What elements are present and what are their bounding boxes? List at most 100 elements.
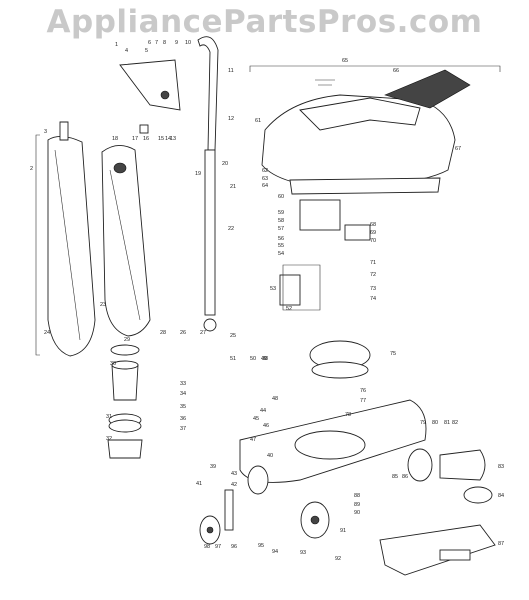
part-label-26: 26 [180, 330, 186, 336]
part-label-15: 15 [158, 136, 164, 142]
part-label-23: 23 [100, 302, 106, 308]
part-label-14: 14 [165, 136, 171, 142]
part-label-94: 94 [272, 549, 278, 555]
part-label-21: 21 [230, 184, 236, 190]
part-label-45: 45 [253, 416, 259, 422]
part-label-69: 69 [370, 230, 376, 236]
part-label-24: 24 [44, 330, 50, 336]
part-label-90: 90 [354, 510, 360, 516]
part-label-57: 57 [278, 226, 284, 232]
part-label-71: 71 [370, 260, 376, 266]
part-label-6: 6 [148, 40, 151, 46]
part-label-74: 74 [370, 296, 376, 302]
part-label-60: 60 [278, 194, 284, 200]
part-label-54: 54 [278, 251, 284, 257]
part-label-61: 61 [255, 118, 261, 124]
part-label-72: 72 [370, 272, 376, 278]
part-label-89: 89 [354, 502, 360, 508]
part-label-39: 39 [210, 464, 216, 470]
part-label-18: 18 [112, 136, 118, 142]
part-label-43: 43 [231, 471, 237, 477]
part-label-32: 32 [106, 436, 112, 442]
part-label-17: 17 [132, 136, 138, 142]
part-label-25: 25 [230, 333, 236, 339]
part-label-48: 48 [272, 396, 278, 402]
part-label-38: 38 [262, 356, 268, 362]
part-label-1: 1 [115, 42, 118, 48]
base-housing [239, 399, 427, 539]
part-label-64: 64 [262, 183, 268, 189]
part-label-34: 34 [180, 391, 186, 397]
part-label-35: 35 [180, 404, 186, 410]
motor-assembly [279, 199, 371, 379]
part-label-44: 44 [260, 408, 266, 414]
part-label-96: 96 [231, 544, 237, 550]
part-label-93: 93 [300, 550, 306, 556]
outer-bag [47, 121, 96, 357]
part-label-83: 83 [498, 464, 504, 470]
part-label-73: 73 [370, 286, 376, 292]
part-label-65: 65 [342, 58, 348, 64]
part-label-33: 33 [180, 381, 186, 387]
part-label-53: 53 [270, 286, 276, 292]
part-label-41: 41 [196, 481, 202, 487]
part-label-30: 30 [110, 361, 116, 367]
part-label-37: 37 [180, 426, 186, 432]
part-label-3: 3 [44, 129, 47, 135]
bag-bracket [35, 134, 40, 356]
part-label-8: 8 [163, 40, 166, 46]
part-label-80: 80 [432, 420, 438, 426]
part-label-75: 75 [390, 351, 396, 357]
part-label-10: 10 [185, 40, 191, 46]
agitator-and-belt [379, 448, 496, 576]
part-label-19: 19 [195, 171, 201, 177]
handle-assembly [119, 36, 219, 332]
part-label-76: 76 [360, 388, 366, 394]
part-label-16: 16 [143, 136, 149, 142]
rear-wheel [199, 489, 234, 545]
part-label-66: 66 [393, 68, 399, 74]
part-label-84: 84 [498, 493, 504, 499]
part-label-79: 79 [420, 420, 426, 426]
part-label-51: 51 [230, 356, 236, 362]
hood [249, 65, 501, 195]
part-label-11: 11 [228, 68, 234, 74]
part-label-95: 95 [258, 543, 264, 549]
part-label-7: 7 [155, 40, 158, 46]
part-label-20: 20 [222, 161, 228, 167]
part-label-46: 46 [263, 423, 269, 429]
part-label-77: 77 [360, 398, 366, 404]
part-label-78: 78 [345, 412, 351, 418]
part-label-49: 49 [261, 356, 267, 362]
part-label-68: 68 [370, 222, 376, 228]
part-label-40: 40 [267, 453, 273, 459]
part-label-52: 52 [286, 306, 292, 312]
part-label-86: 86 [402, 474, 408, 480]
watermark: AppliancePartsPros.com [46, 4, 483, 40]
bag-collar-stack [107, 344, 143, 459]
part-label-88: 88 [354, 493, 360, 499]
part-label-98: 98 [204, 544, 210, 550]
part-label-31: 31 [106, 414, 112, 420]
part-label-59: 59 [278, 210, 284, 216]
part-label-82: 82 [452, 420, 458, 426]
part-label-47: 47 [250, 437, 256, 443]
part-label-91: 91 [340, 528, 346, 534]
part-label-63: 63 [262, 176, 268, 182]
part-label-5: 5 [145, 48, 148, 54]
part-label-12: 12 [228, 116, 234, 122]
part-label-70: 70 [370, 238, 376, 244]
part-label-9: 9 [175, 40, 178, 46]
part-label-22: 22 [228, 226, 234, 232]
part-label-92: 92 [335, 556, 341, 562]
part-label-85: 85 [392, 474, 398, 480]
part-label-36: 36 [180, 416, 186, 422]
part-label-28: 28 [160, 330, 166, 336]
part-label-29: 29 [124, 337, 130, 343]
part-label-13: 13 [170, 136, 176, 142]
part-label-97: 97 [215, 544, 221, 550]
part-label-27: 27 [200, 330, 206, 336]
part-label-4: 4 [125, 48, 128, 54]
